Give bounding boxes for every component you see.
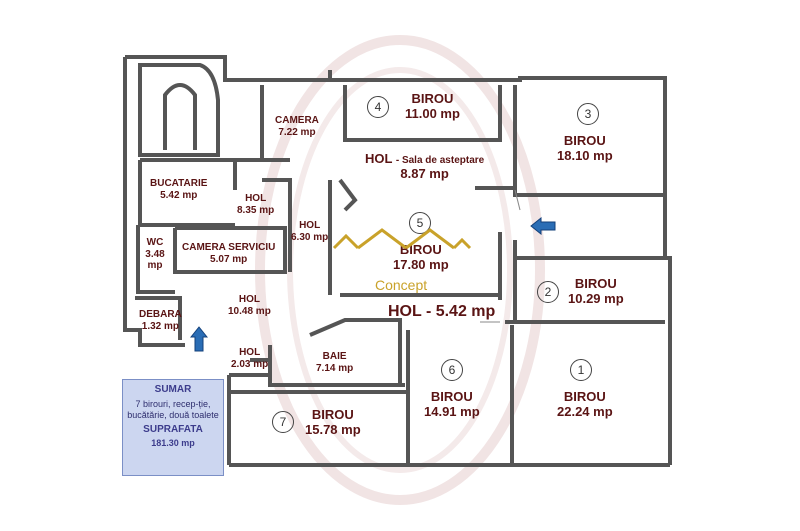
room-area: 2.03 mp (231, 358, 269, 370)
room-subtitle: - Sala de asteptare (395, 155, 485, 166)
room-hol-542: HOL - 5.42 mp (388, 303, 495, 321)
room-birou-2: BIROU 10.29 mp (568, 276, 624, 307)
room-name: BIROU (430, 389, 473, 404)
room-area: 17.80 mp (393, 256, 449, 272)
room-name: BAIE (322, 351, 347, 362)
room-camera-serviciu: CAMERA SERVICIU 5.07 mp (182, 242, 275, 265)
room-area: 15.78 mp (305, 421, 361, 437)
room-name: HOL (299, 220, 321, 231)
room-name: BIROU (311, 407, 354, 422)
room-area: 8.35 mp (237, 204, 275, 216)
room-number-badge: 2 (537, 281, 559, 303)
room-number-badge: 7 (272, 411, 294, 433)
room-area: - 5.42 mp (425, 303, 496, 320)
room-area: 1.32 mp (141, 320, 180, 332)
room-name: BIROU (563, 389, 606, 404)
room-name: BIROU (563, 133, 606, 148)
room-area: 8.87 mp (400, 165, 449, 181)
room-area: 5.07 mp (210, 253, 248, 265)
room-area: 10.29 mp (568, 290, 624, 306)
room-name: HOL (239, 347, 261, 358)
summary-surface-label: SUPRAFATA (143, 423, 203, 435)
room-area: 7.22 mp (278, 126, 316, 138)
room-area: 3.48 mp (145, 248, 165, 272)
room-area: 14.91 mp (424, 403, 480, 419)
room-hol-1048: HOL 10.48 mp (228, 294, 271, 317)
room-hol-630: HOL 6.30 mp (291, 220, 328, 243)
room-number-badge: 4 (367, 96, 389, 118)
summary-title: SUMAR (154, 384, 192, 395)
summary-surface-value: 181.30 mp (151, 437, 195, 448)
room-name: HOL - Sala de asteptare (365, 151, 485, 167)
room-wc: WC 3.48 mp (143, 237, 167, 272)
entrance-arrow-icon (530, 217, 556, 235)
room-number-badge: 6 (441, 359, 463, 381)
summary-box: SUMAR 7 birouri, recep-ție, bucătărie, d… (122, 379, 224, 476)
room-hol-835: HOL 8.35 mp (237, 193, 274, 216)
room-birou-7: BIROU 15.78 mp (305, 407, 361, 438)
room-name: HOL (245, 193, 267, 204)
room-name: HOL (238, 294, 260, 305)
room-area: 18.10 mp (557, 147, 613, 163)
summary-description: 7 birouri, recep-ție, bucătărie, două to… (127, 399, 219, 420)
room-camera: CAMERA 7.22 mp (275, 115, 319, 138)
room-name: HOL (388, 303, 422, 320)
room-number-badge: 5 (409, 212, 431, 234)
room-bucatarie: BUCATARIE 5.42 mp (150, 178, 207, 201)
room-baie: BAIE 7.14 mp (316, 351, 353, 374)
room-name-main: HOL (365, 151, 393, 166)
room-area: 11.00 mp (405, 105, 460, 121)
room-name: BIROU (574, 276, 617, 291)
room-area: 10.48 mp (228, 305, 271, 317)
room-birou-3: BIROU 18.10 mp (557, 133, 613, 164)
room-name: CAMERA SERVICIU (182, 242, 276, 253)
room-area: 5.42 mp (160, 189, 198, 201)
room-hol-sala-asteptare: HOL - Sala de asteptare 8.87 mp (365, 151, 485, 182)
room-area: 6.30 mp (291, 231, 329, 243)
room-name: WC (146, 237, 164, 248)
room-number-badge: 3 (577, 103, 599, 125)
room-name: BIROU (411, 91, 454, 106)
entrance-arrow-icon (190, 326, 208, 352)
brand-name: Concept (375, 277, 428, 293)
house-roofs-logo-icon (332, 228, 472, 250)
room-birou-1: BIROU 22.24 mp (557, 389, 613, 420)
room-birou-4: BIROU 11.00 mp (405, 91, 460, 122)
room-name: DEBARA (139, 309, 182, 320)
room-birou-6: BIROU 14.91 mp (424, 389, 480, 420)
room-name: BUCATARIE (150, 178, 208, 189)
room-hol-203: HOL 2.03 mp (231, 347, 268, 370)
room-area: 22.24 mp (557, 403, 613, 419)
room-area: 7.14 mp (316, 362, 354, 374)
room-number-badge: 1 (570, 359, 592, 381)
room-debara: DEBARA 1.32 mp (139, 309, 182, 332)
room-name: CAMERA (275, 115, 319, 126)
